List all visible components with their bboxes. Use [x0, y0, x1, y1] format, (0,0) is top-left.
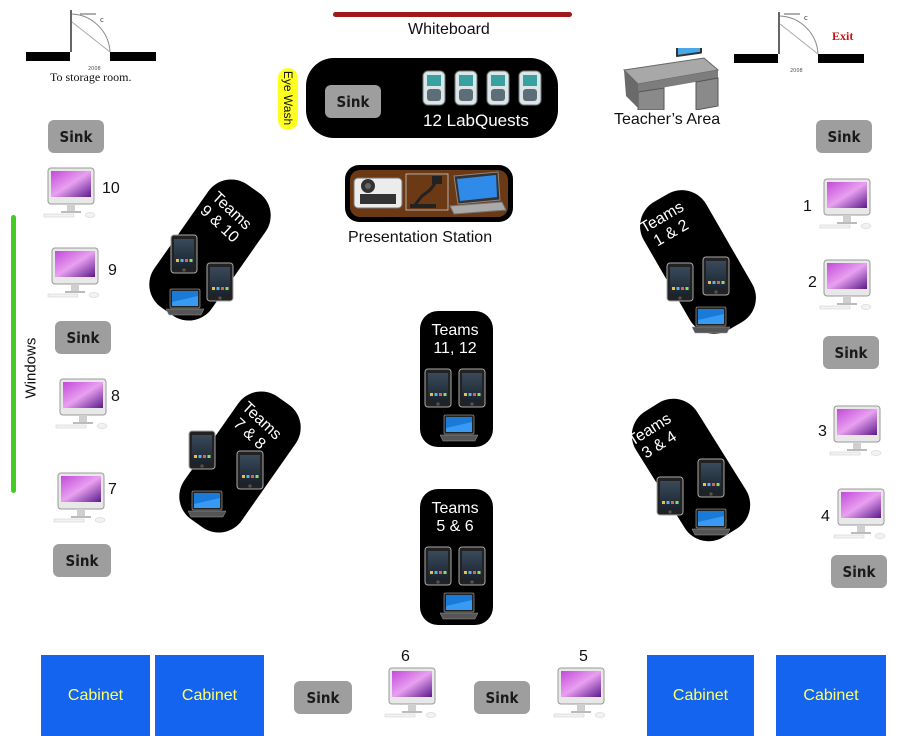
ipad-icon[interactable]: [656, 476, 684, 516]
eye-wash-label: Eye Wash: [281, 70, 295, 126]
laptop-icon[interactable]: [166, 288, 204, 316]
computer-5-number: 5: [579, 648, 588, 665]
laptop-icon[interactable]: [440, 414, 478, 442]
projector-camera-laptop-icon: [353, 171, 507, 215]
ipad-icon[interactable]: [697, 458, 725, 498]
computer-8-icon[interactable]: [54, 377, 112, 429]
labquest-icon: [454, 70, 478, 106]
door-tag: 2008: [88, 66, 101, 72]
team-table-3-4[interactable]: [621, 388, 761, 552]
storage-room-caption: To storage room.: [50, 70, 132, 84]
whiteboard-label: Whiteboard: [408, 21, 490, 38]
teacher-area-label: Teacher’s Area: [614, 111, 721, 128]
computer-3-number: 3: [818, 423, 827, 440]
windows-label: Windows: [22, 337, 40, 399]
labquest-icon: [486, 70, 510, 106]
laptop-icon[interactable]: [692, 306, 730, 334]
presentation-panel: [350, 170, 508, 217]
computer-10-number: 10: [102, 180, 120, 197]
computer-9-number: 9: [108, 262, 117, 279]
sink-left-bottom[interactable]: Sink: [53, 544, 111, 577]
svg-text:c: c: [804, 14, 808, 22]
door-tag: 2008: [790, 68, 803, 74]
computer-7-icon[interactable]: [52, 471, 110, 523]
cabinet-2[interactable]: Cabinet: [155, 655, 264, 736]
computer-7-number: 7: [108, 481, 117, 498]
team-5-6-label: Teams 5 & 6: [431, 500, 479, 535]
ipad-icon[interactable]: [236, 450, 264, 490]
laptop-icon[interactable]: [440, 592, 478, 620]
svg-text:c: c: [100, 16, 104, 24]
computer-2-number: 2: [808, 274, 817, 291]
cabinet-1[interactable]: Cabinet: [41, 655, 150, 736]
desk-icon: [622, 36, 720, 111]
labquest-icon: [422, 70, 446, 106]
computer-1-icon[interactable]: [818, 177, 876, 229]
ipad-icon[interactable]: [424, 368, 452, 408]
computer-4-number: 4: [821, 508, 830, 525]
exit-door[interactable]: 2008 c: [734, 0, 864, 80]
labquest-icon: [518, 70, 542, 106]
laptop-icon[interactable]: [692, 508, 730, 536]
sink-right-top[interactable]: Sink: [816, 120, 872, 153]
laptop-icon[interactable]: [188, 490, 226, 518]
computer-8-number: 8: [111, 388, 120, 405]
ipad-icon[interactable]: [170, 234, 198, 274]
whiteboard-bar: [333, 12, 572, 17]
sink-right-bottom[interactable]: Sink: [831, 555, 887, 588]
computer-6-number: 6: [401, 648, 410, 665]
computer-10-icon[interactable]: [42, 166, 100, 218]
door-swing-icon: 2008 c: [26, 10, 156, 72]
labquest-set: [422, 70, 542, 110]
exit-sign: Exit: [832, 29, 854, 43]
computer-5-icon[interactable]: [552, 666, 610, 718]
windows-bar: [11, 215, 16, 493]
computer-9-icon[interactable]: [46, 246, 104, 298]
computer-2-icon[interactable]: [818, 258, 876, 310]
sink-right-middle[interactable]: Sink: [823, 336, 879, 369]
sink-left-middle[interactable]: Sink: [55, 321, 111, 354]
ipad-icon[interactable]: [424, 546, 452, 586]
presentation-station-label: Presentation Station: [348, 229, 493, 246]
sink-bottom-left[interactable]: Sink: [294, 681, 352, 714]
ipad-icon[interactable]: [458, 368, 486, 408]
sink-left-top[interactable]: Sink: [48, 120, 104, 153]
eye-wash-station[interactable]: [278, 68, 298, 130]
computer-3-icon[interactable]: [828, 404, 886, 456]
sink-bottom-right[interactable]: Sink: [474, 681, 530, 714]
ipad-icon[interactable]: [206, 262, 234, 302]
teacher-desk: [620, 36, 720, 111]
cabinet-4[interactable]: Cabinet: [776, 655, 886, 736]
team-11-12-label: Teams 11, 12: [431, 322, 479, 357]
computer-6-icon[interactable]: [383, 666, 441, 718]
storage-door: 2008 c: [26, 0, 156, 90]
ipad-icon[interactable]: [188, 430, 216, 470]
cabinet-3[interactable]: Cabinet: [647, 655, 754, 736]
door-swing-icon: 2008 c: [734, 12, 864, 74]
ipad-icon[interactable]: [702, 256, 730, 296]
ipad-icon[interactable]: [666, 262, 694, 302]
front-sink[interactable]: Sink: [325, 85, 381, 118]
labquests-label: 12 LabQuests: [423, 111, 529, 130]
ipad-icon[interactable]: [458, 546, 486, 586]
computer-1-number: 1: [803, 198, 812, 215]
computer-4-icon[interactable]: [832, 487, 890, 539]
